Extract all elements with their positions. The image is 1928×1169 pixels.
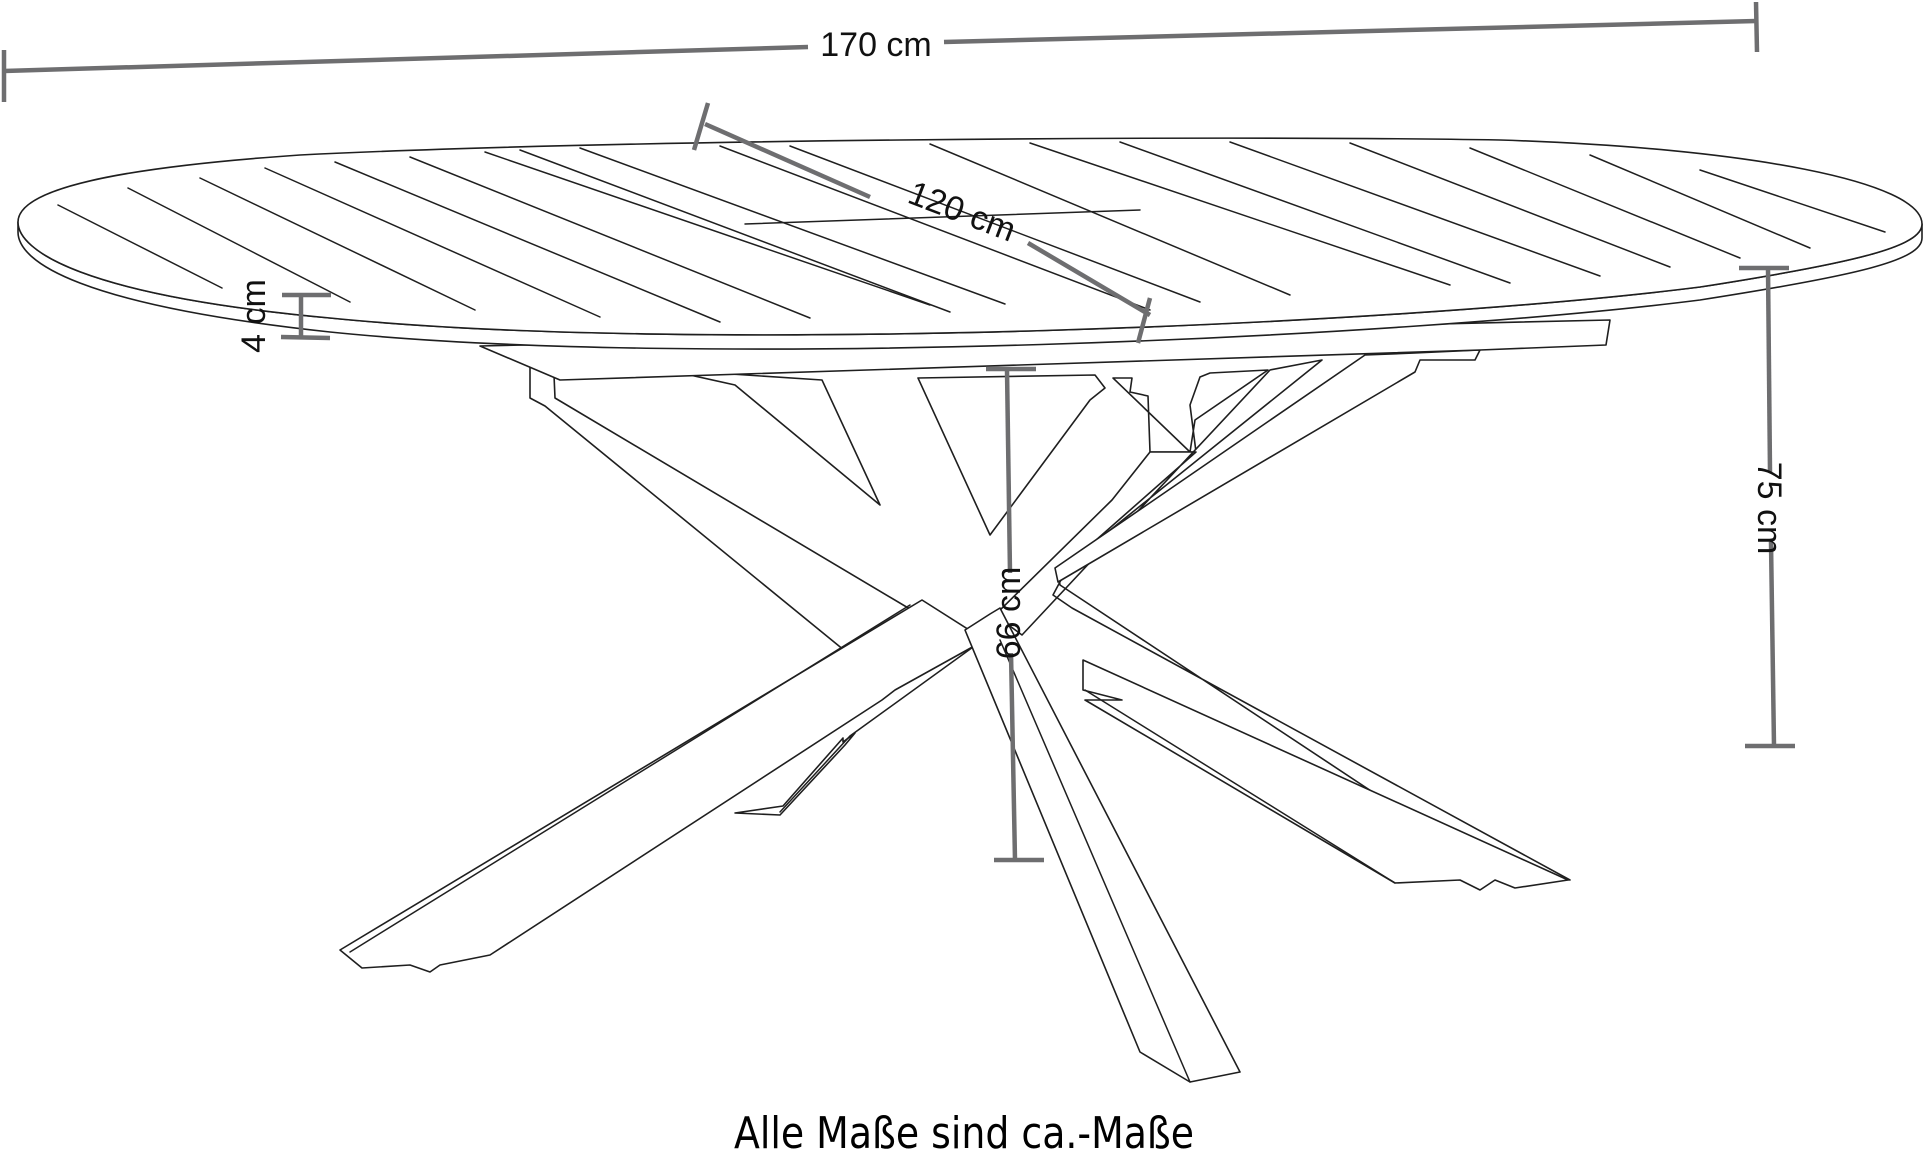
leg-front-left — [339, 599, 986, 973]
table-top-slats — [57, 141, 1886, 323]
table-top-surface — [17, 137, 1923, 336]
dimension-length-label: 170 cm — [820, 26, 932, 64]
dimension-thickness-label: 4 cm — [235, 279, 273, 353]
disclaimer-caption: Alle Maße sind ca.-Maße — [733, 1108, 1195, 1159]
leg-back-left — [529, 351, 916, 656]
leg-front-right — [1082, 659, 1569, 891]
dimension-clearance-label: 66 cm — [990, 567, 1028, 660]
leg-back-center — [917, 374, 1106, 536]
dimension-length: 170 cm — [1, 1, 1760, 102]
leg-hub-bracket — [1112, 369, 1269, 453]
dimension-clearance: 66 cm — [986, 366, 1044, 863]
dimension-total-height-label: 75 cm — [1750, 462, 1788, 555]
leg-front-left-brace — [734, 732, 856, 816]
dimension-total-height: 75 cm — [1739, 265, 1795, 749]
dimension-thickness: 4 cm — [235, 279, 331, 353]
table-top — [17, 137, 1923, 381]
table-base-legs — [339, 349, 1571, 1083]
